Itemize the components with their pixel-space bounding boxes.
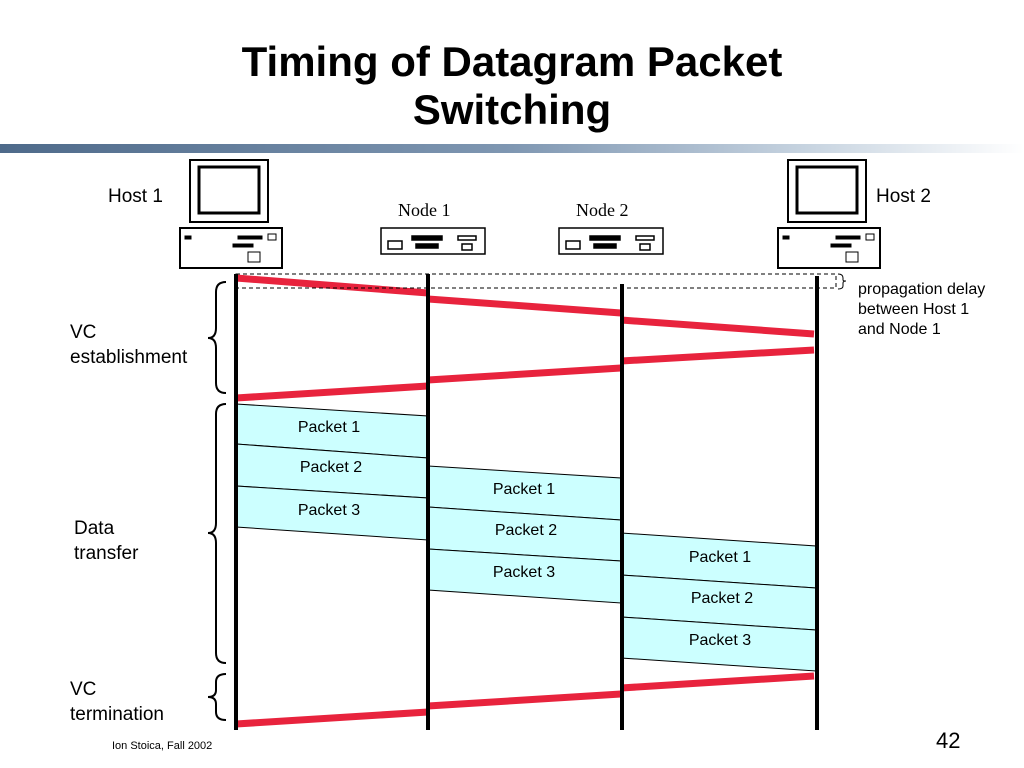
note-line-1: propagation delay	[858, 281, 986, 298]
note-line-3: and Node 1	[858, 321, 941, 338]
title-line-1: Timing of Datagram Packet	[241, 38, 783, 85]
host2-computer-icon	[777, 159, 881, 269]
propagation-delay-box	[235, 273, 837, 289]
packet-label: Packet 3	[493, 564, 555, 581]
setup-signal-return-1	[620, 346, 815, 365]
packet-label: Packet 1	[689, 549, 751, 566]
data-transfer-line-2: transfer	[74, 543, 139, 564]
packet-label: Packet 3	[298, 502, 360, 519]
host1-label: Host 1	[108, 186, 163, 207]
title-divider-band	[0, 144, 1024, 153]
propagation-delay-note: propagation delay between Host 1 and Nod…	[858, 280, 985, 340]
footer-credit: Ion Stoica, Fall 2002	[112, 740, 213, 752]
page-number: 42	[936, 728, 961, 753]
packet-labels: Packet 1 Packet 2 Packet 3 Packet 1 Pack…	[298, 419, 753, 649]
data-transfer-brace	[207, 403, 227, 664]
host1-computer-icon	[179, 159, 283, 269]
node1-label: Node 1	[398, 200, 451, 220]
teardown-signal-2	[427, 690, 622, 710]
host2-label: Host 2	[876, 186, 931, 207]
packet-label: Packet 2	[691, 590, 753, 607]
timelines	[234, 274, 819, 730]
setup-signal-forward-2	[427, 295, 622, 317]
setup-signal-forward-1	[235, 274, 429, 297]
packet-label: Packet 2	[300, 459, 362, 476]
title-line-2: Switching	[412, 86, 612, 133]
packets-link2	[427, 465, 622, 604]
setup-signal-return-3	[235, 382, 429, 402]
packet-label: Packet 1	[298, 419, 360, 436]
packet-label: Packet 3	[689, 632, 751, 649]
packets-link1	[235, 403, 429, 541]
note-line-2: between Host 1	[858, 301, 970, 318]
packets-link3	[620, 532, 817, 672]
node2-label: Node 2	[576, 200, 629, 220]
setup-signal-return-2	[427, 364, 622, 384]
vc-establishment-brace	[207, 281, 227, 394]
node2-router-icon	[558, 227, 664, 255]
node1-router-icon	[380, 227, 486, 255]
data-transfer-label: Data transfer	[74, 516, 138, 566]
setup-signal-forward-3	[620, 316, 815, 338]
packet-label: Packet 1	[493, 481, 555, 498]
propagation-delay-brace	[837, 273, 847, 290]
signal-lines	[235, 274, 815, 728]
teardown-signal-1	[620, 672, 815, 692]
packet-label: Packet 2	[495, 522, 557, 539]
vc-termination-line-1: VC	[70, 679, 97, 700]
vc-establishment-line-2: establishment	[70, 347, 188, 368]
vc-establishment-line-1: VC	[70, 322, 97, 343]
slide-title: Timing of Datagram Packet Switching	[0, 38, 1024, 134]
vc-establishment-label: VC establishment	[70, 320, 187, 370]
data-transfer-line-1: Data	[74, 518, 115, 539]
vc-termination-label: VC termination	[70, 677, 164, 727]
vc-termination-brace	[207, 673, 227, 721]
teardown-signal-3	[235, 708, 429, 728]
vc-termination-line-2: termination	[70, 704, 164, 725]
